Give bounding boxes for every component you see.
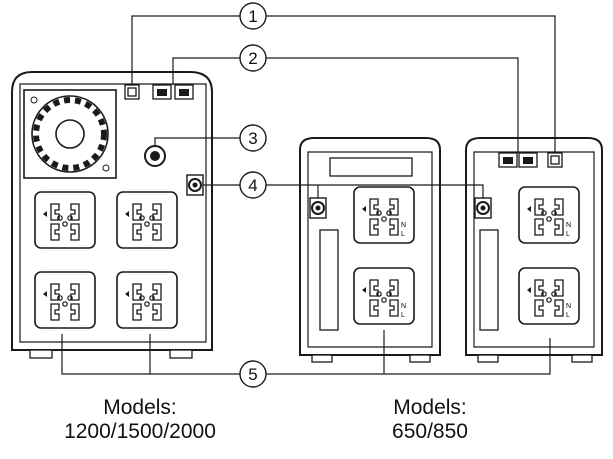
caption-large-models: Models: 1200/1500/2000 (40, 396, 240, 444)
circuit-breaker-icon (474, 197, 492, 219)
svg-text:3: 3 (248, 129, 257, 148)
outlet-polarity-label: N (566, 222, 571, 229)
svg-text:4: 4 (248, 176, 257, 195)
outlet-icon (353, 267, 415, 325)
outlet-polarity-label: L (401, 312, 405, 319)
callout-1: 1 (239, 2, 267, 30)
outlet-icon (116, 191, 178, 249)
outlet-polarity-label: L (401, 231, 405, 238)
outlet-polarity-label: L (566, 312, 570, 319)
rj45-out-icon (518, 152, 538, 168)
outlet-icon (518, 186, 580, 244)
callout-leader-lines (61, 15, 556, 375)
rj45-out-icon (174, 84, 194, 100)
usb-port-icon (124, 84, 140, 100)
svg-text:1: 1 (248, 7, 257, 26)
outlet-icon (34, 191, 96, 249)
caption-models-label: Models: (393, 396, 467, 419)
outlet-polarity-label: N (401, 222, 406, 229)
ac-input-socket-icon (144, 145, 166, 167)
outlet-polarity-label: L (566, 231, 570, 238)
large-ups-unit (11, 71, 213, 359)
outlet-icon (116, 271, 178, 329)
callout-5: 5 (239, 360, 267, 388)
callout-4: 4 (239, 171, 267, 199)
outlet-icon (353, 186, 415, 244)
right-ups-unit (465, 137, 603, 363)
caption-small-models: Models: 650/850 (330, 396, 530, 444)
caption-model-numbers: 1200/1500/2000 (64, 420, 216, 443)
outlet-icon (34, 271, 96, 329)
svg-text:5: 5 (248, 365, 257, 384)
outlet-polarity-label: N (401, 303, 406, 310)
usb-port-icon (547, 152, 563, 168)
middle-ups-unit (299, 137, 441, 363)
fan-icon (23, 89, 117, 179)
rj45-in-icon (152, 84, 172, 100)
circuit-breaker-icon (309, 197, 327, 219)
outlet-icon (518, 267, 580, 325)
circuit-breaker-icon (186, 174, 204, 196)
callout-2: 2 (239, 44, 267, 72)
outlet-polarity-label: N (566, 303, 571, 310)
rj45-in-icon (498, 152, 518, 168)
svg-text:2: 2 (248, 49, 257, 68)
callout-3: 3 (239, 124, 267, 152)
caption-models-label: Models: (103, 396, 177, 419)
caption-model-numbers: 650/850 (392, 420, 468, 443)
